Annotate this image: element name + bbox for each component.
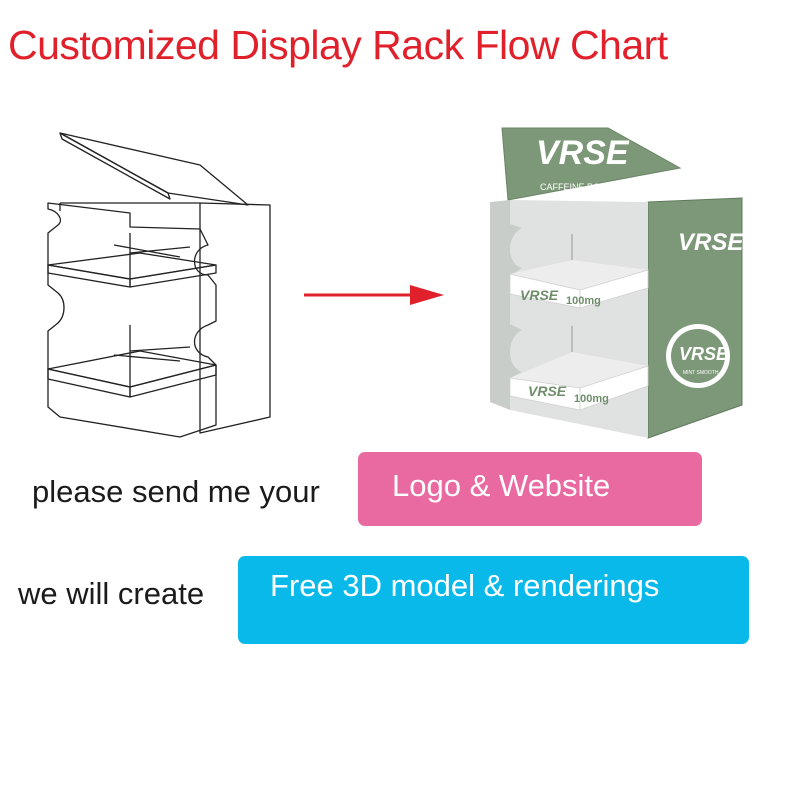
lower-shelf-brand: VRSE: [528, 383, 567, 399]
upper-shelf-brand: VRSE: [520, 287, 559, 303]
logo-website-pill: Logo & Website: [358, 452, 702, 526]
lower-shelf-strength: 100mg: [574, 393, 609, 405]
badge-brand-text: VRSE: [679, 344, 729, 364]
side-brand-text: VRSE: [678, 229, 744, 256]
upper-shelf-strength: 100mg: [566, 295, 601, 307]
step2-prompt: we will create: [18, 576, 205, 611]
header-brand-text: VRSE: [536, 134, 630, 172]
page-title: Customized Display Rack Flow Chart: [8, 22, 668, 68]
badge-sub-text: MINT SMOOTH: [683, 370, 719, 376]
rack-rendering: VRSE CAFFEINE POUCHES VRSE VRSE MINT SMO…: [490, 127, 744, 439]
step1-prompt: please send me your: [32, 474, 320, 509]
free-3d-model-pill: Free 3D model & renderings: [238, 556, 749, 644]
rack-sketch-drawing: [47, 132, 271, 438]
flow-arrow: [304, 285, 444, 305]
header-tagline-text: CAFFEINE POUCHES: [540, 182, 632, 192]
